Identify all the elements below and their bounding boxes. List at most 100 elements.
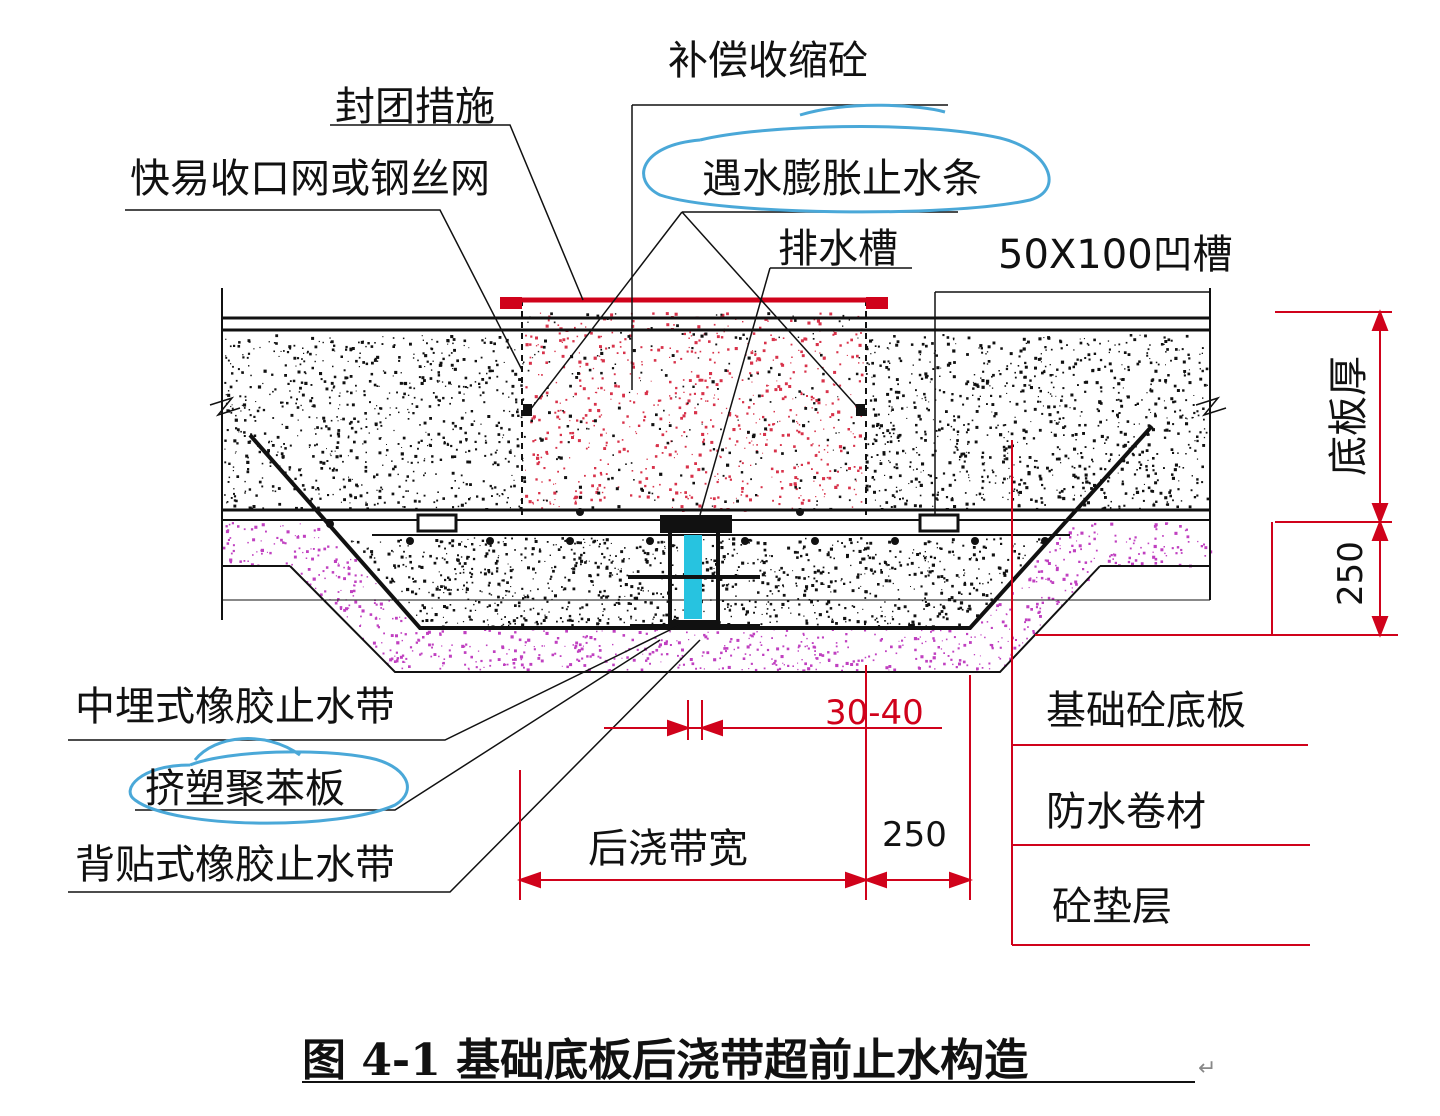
- texture-speck: [416, 614, 418, 616]
- texture-speck: [747, 356, 751, 360]
- texture-speck: [921, 642, 923, 645]
- label-dim-250-right: 250: [1331, 541, 1371, 606]
- texture-speck: [375, 603, 378, 606]
- texture-speck: [365, 451, 367, 454]
- texture-speck: [594, 467, 597, 470]
- texture-speck: [1110, 500, 1112, 503]
- texture-speck: [280, 538, 283, 542]
- texture-speck: [850, 431, 852, 433]
- texture-speck: [908, 622, 910, 625]
- texture-speck: [774, 388, 778, 392]
- texture-speck: [488, 629, 491, 632]
- texture-speck: [727, 665, 731, 669]
- texture-speck: [393, 660, 397, 663]
- texture-speck: [867, 443, 870, 446]
- texture-speck: [540, 456, 543, 459]
- texture-speck: [465, 438, 468, 441]
- texture-speck: [952, 337, 955, 340]
- texture-speck: [385, 576, 389, 579]
- texture-speck: [651, 622, 654, 625]
- texture-speck: [1093, 531, 1096, 534]
- texture-speck: [626, 609, 629, 612]
- texture-speck: [750, 539, 753, 542]
- texture-speck: [763, 418, 767, 422]
- texture-speck: [1154, 412, 1157, 415]
- texture-speck: [339, 404, 341, 406]
- texture-speck: [253, 348, 255, 350]
- texture-speck: [541, 507, 544, 510]
- texture-speck: [347, 436, 350, 439]
- texture-speck: [400, 619, 403, 623]
- texture-speck: [956, 448, 959, 451]
- texture-speck: [660, 661, 662, 663]
- texture-speck: [1025, 342, 1027, 344]
- texture-speck: [642, 653, 644, 655]
- texture-speck: [908, 574, 911, 576]
- texture-speck: [369, 613, 373, 616]
- texture-speck: [865, 460, 869, 464]
- texture-speck: [1108, 362, 1112, 366]
- texture-speck: [504, 616, 506, 618]
- texture-speck: [242, 403, 247, 407]
- texture-speck: [788, 607, 790, 609]
- texture-speck: [476, 495, 479, 498]
- texture-speck: [694, 351, 697, 354]
- texture-speck: [816, 618, 818, 620]
- texture-speck: [556, 620, 558, 623]
- texture-speck: [759, 569, 762, 572]
- texture-speck: [698, 504, 702, 508]
- texture-speck: [297, 435, 299, 437]
- texture-speck: [1060, 360, 1065, 364]
- texture-speck: [337, 435, 341, 438]
- texture-speck: [269, 393, 271, 396]
- texture-speck: [635, 431, 637, 433]
- texture-speck: [282, 525, 284, 527]
- texture-speck: [926, 374, 929, 378]
- texture-speck: [538, 418, 541, 422]
- texture-speck: [278, 502, 282, 506]
- texture-speck: [498, 495, 501, 497]
- texture-speck: [1147, 424, 1151, 427]
- texture-speck: [600, 386, 603, 390]
- texture-speck: [985, 353, 987, 355]
- texture-speck: [596, 314, 600, 318]
- texture-speck: [1034, 375, 1036, 378]
- texture-speck: [334, 601, 338, 605]
- texture-speck: [440, 574, 443, 577]
- texture-speck: [368, 380, 372, 383]
- texture-speck: [750, 361, 754, 365]
- texture-speck: [361, 484, 363, 486]
- texture-speck: [239, 395, 242, 398]
- texture-speck: [430, 619, 434, 622]
- texture-speck: [471, 581, 474, 584]
- texture-speck: [754, 353, 757, 356]
- texture-speck: [677, 654, 679, 657]
- texture-speck: [302, 347, 304, 349]
- texture-speck: [363, 440, 367, 444]
- texture-speck: [1168, 491, 1171, 494]
- texture-speck: [1120, 404, 1124, 408]
- texture-speck: [781, 434, 785, 437]
- texture-speck: [857, 337, 859, 339]
- texture-speck: [520, 615, 523, 618]
- texture-speck: [503, 361, 505, 363]
- texture-speck: [941, 487, 945, 491]
- texture-speck: [1109, 453, 1113, 456]
- texture-speck: [536, 622, 539, 626]
- texture-speck: [379, 421, 382, 424]
- texture-speck: [958, 662, 961, 666]
- texture-speck: [650, 380, 652, 382]
- texture-speck: [590, 537, 593, 540]
- texture-speck: [311, 557, 314, 561]
- texture-speck: [382, 608, 385, 610]
- texture-speck: [225, 530, 229, 534]
- texture-speck: [559, 402, 561, 404]
- texture-speck: [423, 579, 427, 583]
- texture-speck: [322, 341, 324, 344]
- texture-speck: [401, 457, 404, 460]
- texture-speck: [756, 444, 758, 446]
- texture-speck: [262, 382, 264, 385]
- texture-speck: [1138, 423, 1140, 425]
- texture-speck: [579, 379, 582, 382]
- texture-speck: [826, 438, 830, 442]
